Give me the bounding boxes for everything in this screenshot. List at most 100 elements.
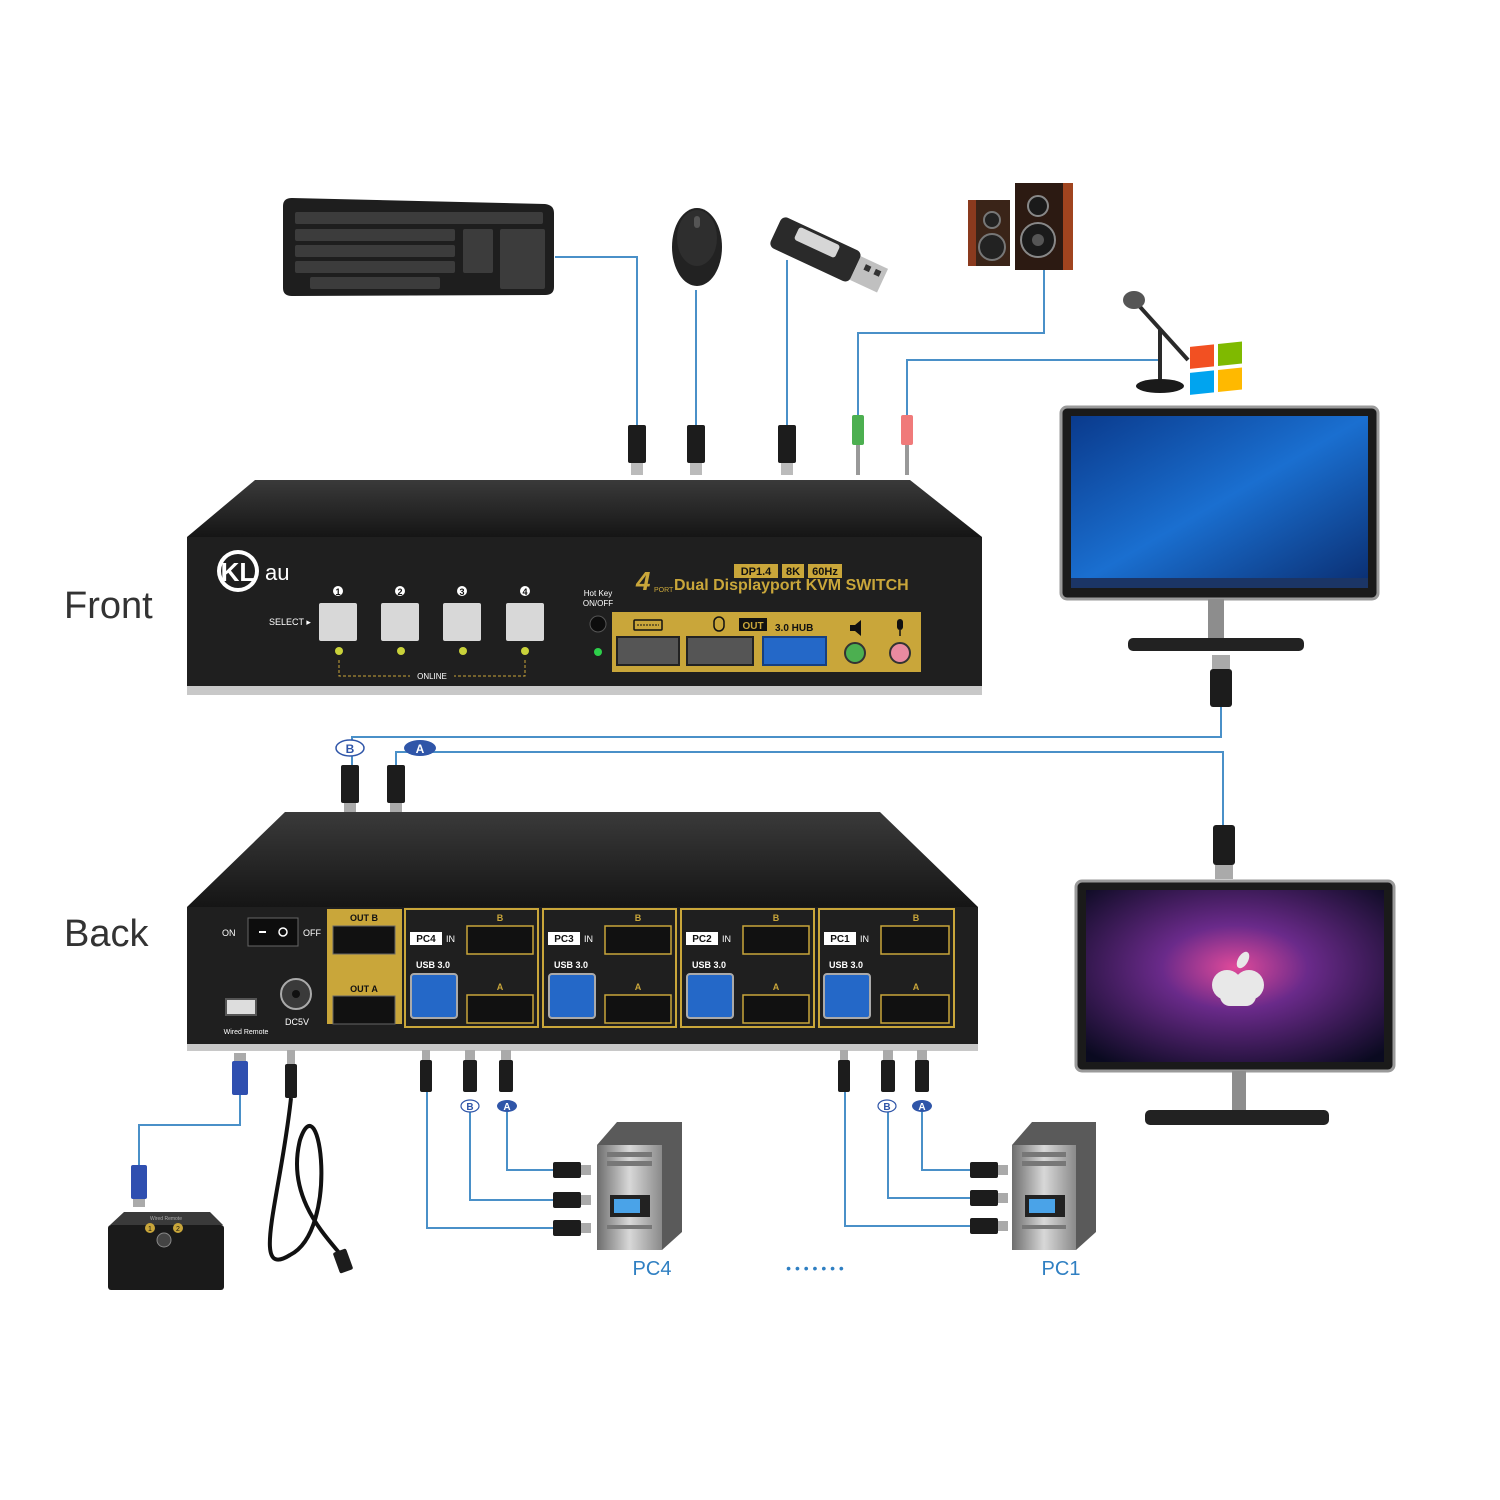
pc4-label: PC4: [633, 1258, 672, 1280]
mic-port-icon: [897, 619, 903, 636]
mouse-port-icon: [713, 616, 725, 632]
pc2-dp-port-a[interactable]: [742, 994, 810, 1024]
back-label: Back: [64, 913, 149, 955]
out-a-label: OUT A: [350, 984, 378, 994]
pc4-b-label: B: [497, 913, 504, 923]
pc4-usb-b-port[interactable]: [410, 973, 458, 1019]
monitor-windows: [1059, 341, 1380, 651]
ellipsis-dots: • • • • • • •: [786, 1260, 844, 1276]
front-label: Front: [64, 585, 153, 627]
pc4-a-label: A: [497, 982, 504, 992]
remote-btn-2: 2: [176, 1226, 180, 1233]
select-button-2-label: 2: [397, 587, 402, 597]
on-label: ON: [222, 928, 236, 938]
pc1-usb-label: USB 3.0: [829, 960, 863, 970]
wired-remote-label: Wired Remote: [224, 1029, 269, 1036]
select-button-4-label: 4: [522, 587, 527, 597]
pc3-input-section: PC3 IN B USB 3.0 A: [542, 908, 677, 1028]
speakers-icon: [968, 183, 1073, 270]
pc2-usb-b-port[interactable]: [686, 973, 734, 1019]
pc2-dp-port-b[interactable]: [742, 925, 810, 955]
audio-plug-green: [852, 415, 864, 475]
select-button-3[interactable]: 3: [443, 586, 481, 655]
pc3-usb-b-port[interactable]: [548, 973, 596, 1019]
apple-logo-icon: [1212, 951, 1264, 1006]
wired-remote-device[interactable]: Wired Remote 1 2: [108, 1212, 224, 1290]
wired-remote-port[interactable]: [225, 998, 257, 1016]
pc1-dp-port-a[interactable]: [880, 994, 950, 1024]
pc1-in-label: IN: [860, 934, 869, 944]
pc2-a-label: A: [773, 982, 780, 992]
hotkey-button[interactable]: [589, 615, 607, 633]
select-button-1[interactable]: 1: [319, 586, 357, 655]
hotkey-led: [594, 648, 602, 656]
product-title: Dual Displayport KVM SWITCH: [674, 577, 909, 594]
select-button-2[interactable]: 2: [381, 586, 419, 655]
pc4-in-label: IN: [446, 934, 455, 944]
pc1-input-section: PC1 IN B USB 3.0 A: [818, 908, 955, 1028]
pc4-cable-plugs: B A: [420, 1050, 591, 1236]
pc3-usb-label: USB 3.0: [554, 960, 588, 970]
usb-port-keyboard[interactable]: [616, 636, 680, 666]
pc4-tag-b: B: [466, 1102, 473, 1113]
out-b-label: OUT B: [350, 913, 378, 923]
pc1-dp-port-b[interactable]: [880, 925, 950, 955]
pc4-tag: PC4: [416, 934, 436, 945]
dp-connector-out-a: A: [387, 740, 436, 813]
kvm-back-box: [187, 812, 978, 1051]
pc2-b-label: B: [773, 913, 780, 923]
online-bracket: [338, 660, 526, 677]
usb-port-mouse[interactable]: [686, 636, 754, 666]
pc3-tag: PC3: [554, 934, 574, 945]
dp-port-out-a[interactable]: [332, 995, 396, 1025]
pc3-dp-port-a[interactable]: [604, 994, 672, 1024]
dp-port-out-b[interactable]: [332, 925, 396, 955]
keyboard-port-icon: [633, 619, 663, 631]
windows-logo-icon: [1190, 341, 1242, 395]
power-switch[interactable]: [247, 917, 299, 947]
dp-connector-out-b: B: [335, 739, 365, 813]
brand-logo: KL au: [217, 550, 289, 592]
pc1-tag-a: A: [918, 1102, 925, 1113]
select-button-4[interactable]: 4: [506, 586, 544, 655]
dp-connector-monitor-1: [1210, 655, 1232, 707]
pc4-input-section: PC4 IN B USB 3.0 A: [404, 908, 539, 1028]
audio-out-jack[interactable]: [844, 642, 866, 664]
tag-b-top: B: [346, 742, 355, 756]
spec-badges: DP1.4 8K 60Hz: [734, 564, 842, 578]
online-label: ONLINE: [417, 672, 447, 681]
pc1-usb-b-port[interactable]: [823, 973, 871, 1019]
microphone-icon: [1123, 291, 1190, 393]
usb-connector-drive: [778, 425, 796, 475]
mouse-icon: [672, 208, 722, 286]
pc1-label: PC1: [1042, 1258, 1081, 1280]
select-button-3-label: 3: [459, 587, 464, 597]
pc1-tag-b: B: [883, 1102, 890, 1113]
pc2-in-label: IN: [722, 934, 731, 944]
hotkey-label-1: Hot Key: [584, 589, 612, 598]
port-word: PORT: [654, 587, 674, 594]
pc4-dp-port-b[interactable]: [466, 925, 534, 955]
mic-in-jack[interactable]: [889, 642, 911, 664]
pc1-b-label: B: [913, 913, 920, 923]
usb-hub-port[interactable]: [762, 636, 827, 666]
pc1-a-label: A: [913, 982, 920, 992]
speaker-port-icon: [850, 620, 861, 636]
badge-8k: 8K: [786, 566, 800, 578]
tag-a-top: A: [416, 742, 425, 756]
pc4-dp-port-a[interactable]: [466, 994, 534, 1024]
pc4-usb-label: USB 3.0: [416, 960, 450, 970]
select-button-1-label: 1: [335, 587, 340, 597]
off-label: OFF: [303, 928, 321, 938]
remote-btn-1: 1: [148, 1226, 152, 1233]
pc2-usb-label: USB 3.0: [692, 960, 726, 970]
logo-kl: KL: [221, 557, 256, 587]
out-badge: OUT: [742, 621, 763, 632]
pc1-cable-plugs: B A: [838, 1050, 1008, 1234]
pc4-tower-icon: [597, 1122, 682, 1250]
badge-dp: DP1.4: [741, 566, 772, 578]
pc3-dp-port-b[interactable]: [604, 925, 672, 955]
remote-button[interactable]: [156, 1232, 172, 1248]
hub-label: 3.0 HUB: [775, 623, 813, 634]
